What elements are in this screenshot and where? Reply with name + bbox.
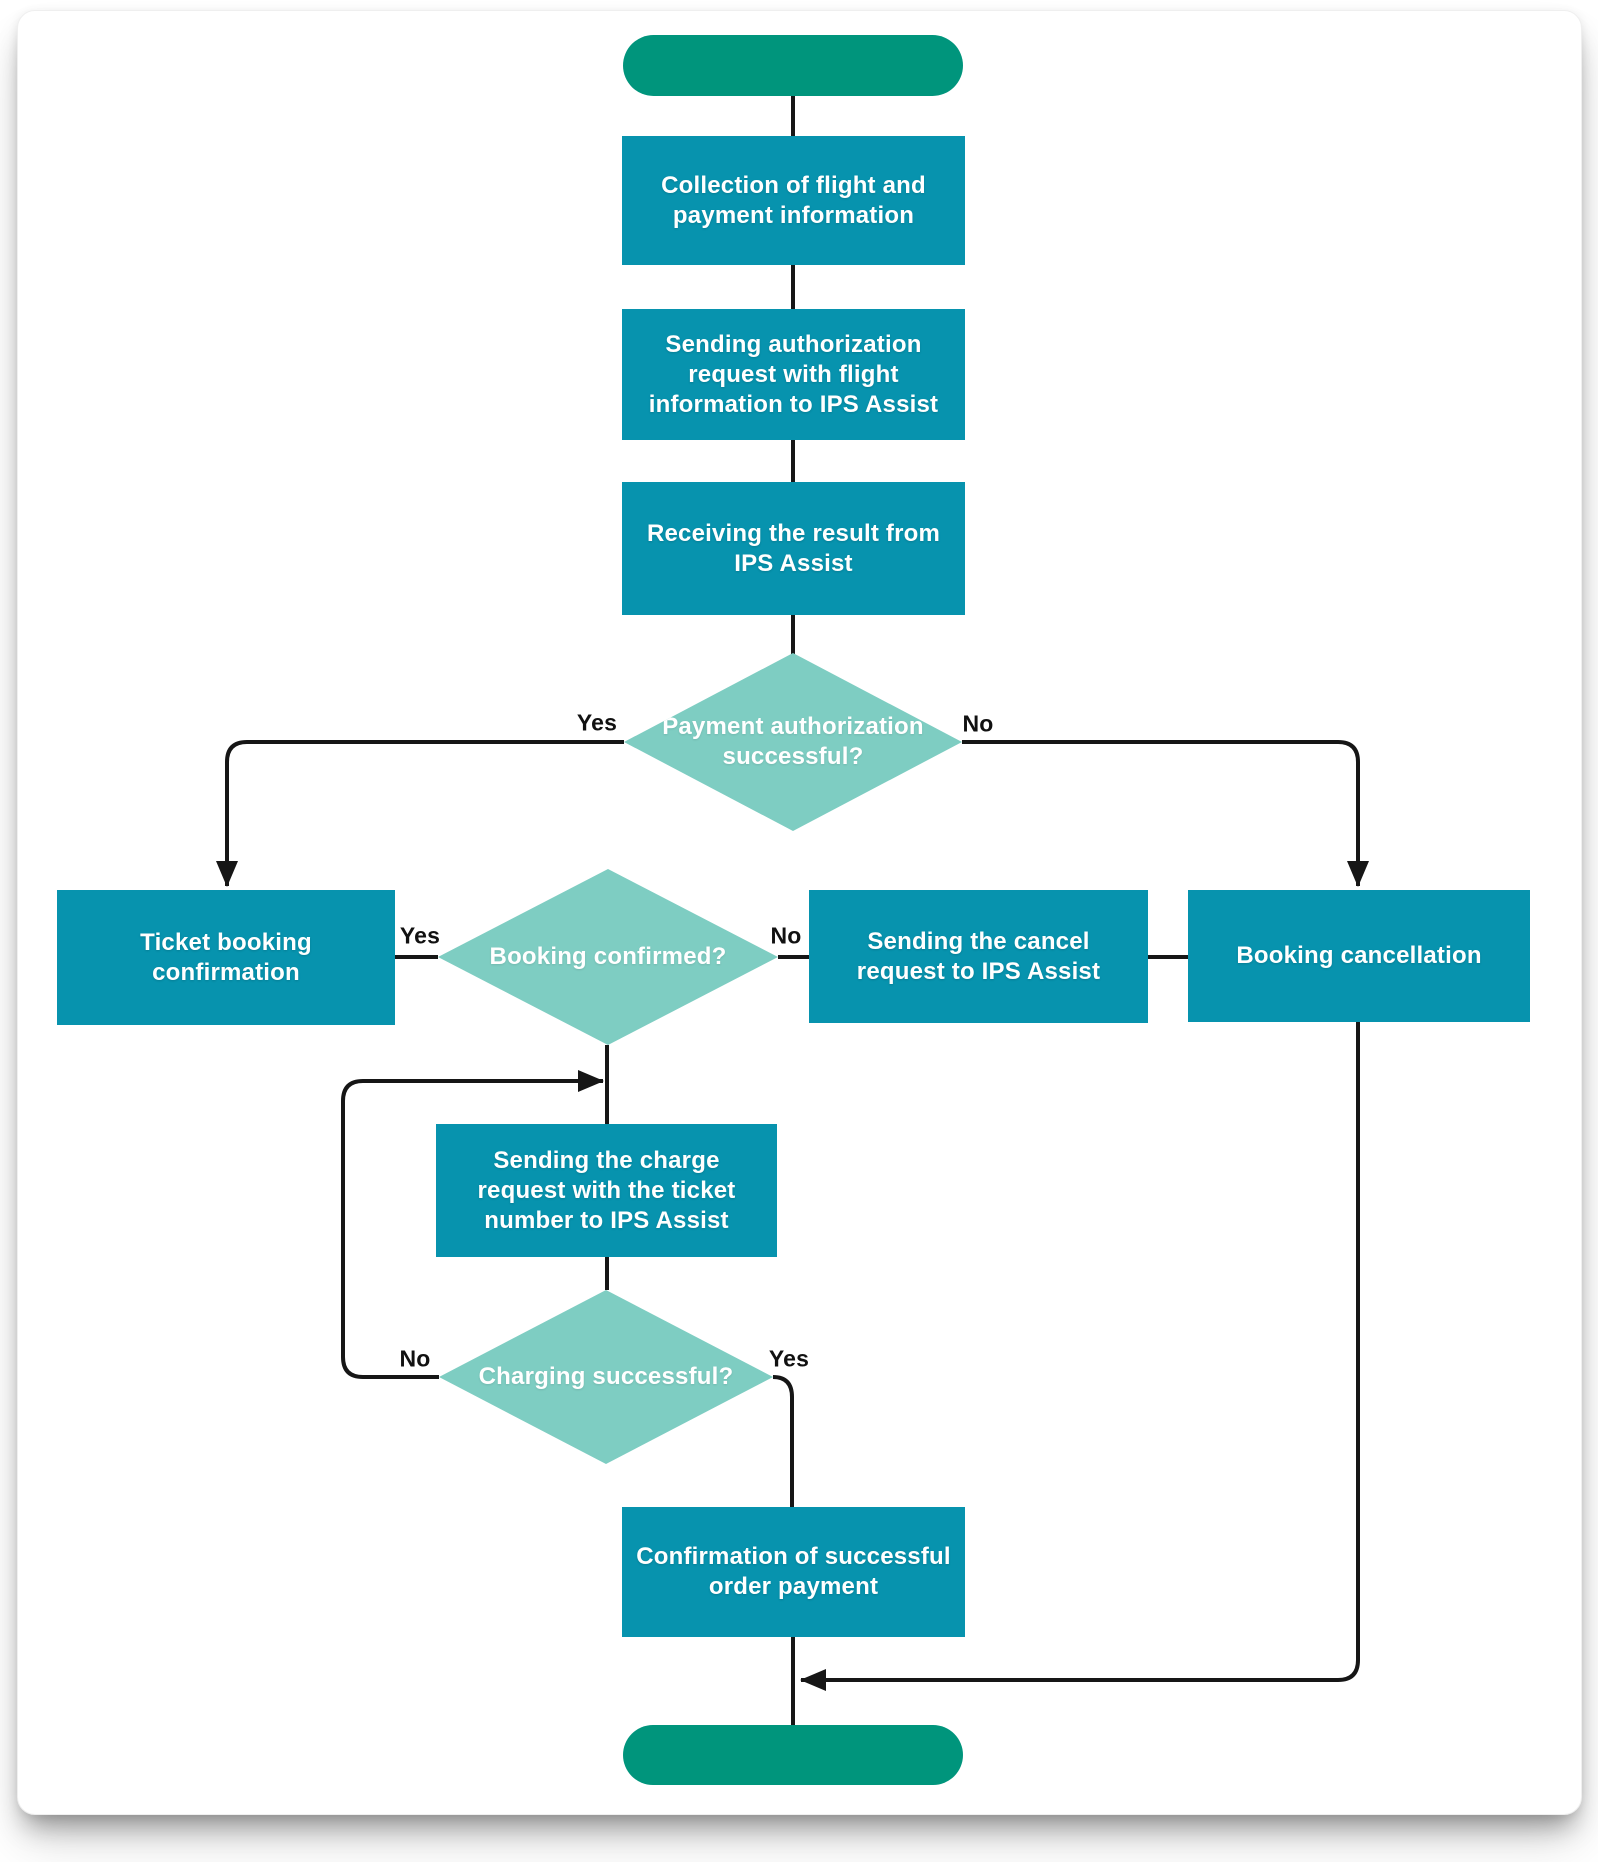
process-receive-result-label: Receiving the result from IPS Assist — [646, 519, 941, 577]
process-collect-info-label: Collection of flight and payment informa… — [661, 171, 926, 229]
decision-booking-confirmed-label: Booking confirmed? — [489, 943, 727, 970]
process-booking-cancellation: Booking cancellation — [1188, 890, 1530, 1022]
edge-label-booking-no: No — [770, 922, 802, 949]
decision-payment-authorization-label: Payment authorization successful? — [662, 713, 924, 770]
end-terminator — [623, 1725, 963, 1785]
process-ticket-booking-confirmation: Ticket booking confirmation — [57, 890, 395, 1025]
decision-charging-successful-label: Charging successful? — [478, 1363, 734, 1390]
process-charge-request: Sending the charge request with the tick… — [436, 1124, 777, 1257]
edge-label-charging-yes: Yes — [768, 1345, 810, 1372]
process-cancel-request: Sending the cancel request to IPS Assist — [809, 890, 1148, 1023]
edge-label-payment-yes: Yes — [576, 709, 618, 736]
process-order-payment-confirmation: Confirmation of successful order payment — [622, 1507, 965, 1637]
process-charge-request-label: Sending the charge request with the tick… — [477, 1146, 736, 1234]
start-terminator — [623, 35, 963, 96]
process-ticket-booking-confirmation-label: Ticket booking confirmation — [140, 928, 312, 986]
edge-label-booking-yes: Yes — [399, 922, 441, 949]
process-collect-info: Collection of flight and payment informa… — [622, 136, 965, 265]
process-auth-request: Sending authorization request with fligh… — [622, 309, 965, 440]
process-cancel-request-label: Sending the cancel request to IPS Assist — [856, 927, 1101, 985]
process-receive-result: Receiving the result from IPS Assist — [622, 482, 965, 615]
process-order-payment-confirmation-label: Confirmation of successful order payment — [636, 1543, 951, 1600]
process-auth-request-label: Sending authorization request with fligh… — [648, 330, 939, 418]
edge-label-payment-no: No — [962, 710, 994, 737]
edge-label-charging-no: No — [399, 1345, 431, 1372]
process-booking-cancellation-label: Booking cancellation — [1236, 942, 1482, 969]
